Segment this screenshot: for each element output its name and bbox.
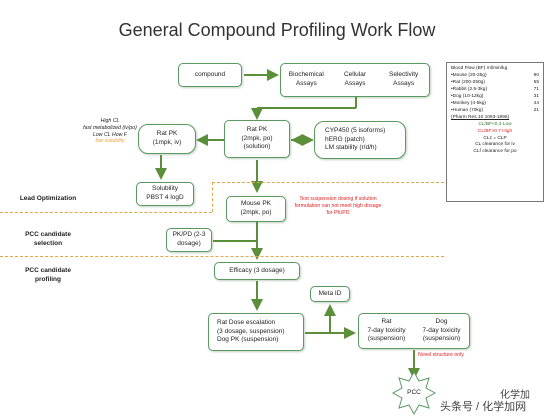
high-cl-note: High CL fast metabolized (iv/po) Low CL …: [83, 118, 137, 145]
meta-id-box: Meta ID: [310, 286, 350, 302]
assay-biochemical: Biochemical Assays: [288, 71, 324, 87]
blood-flow-reference: (Pharm Res 10 1093-1995): [451, 114, 510, 120]
assays-box: Biochemical Assays Cellular Assays Selec…: [280, 63, 430, 97]
blood-flow-species: •Mouse (20-25g): [451, 72, 487, 78]
blood-flow-species: •Rabbit (2.5-3kg): [451, 86, 488, 92]
blood-flow-rows: •Mouse (20-25g) 90 •Rat (200-250g) 55 •Rabbi…: [451, 73, 539, 115]
blood-flow-species: •Monkey (4-5kg): [451, 100, 487, 106]
stage-divider-1v: [212, 182, 213, 212]
adme-box: CYP450 (5 isoforms)hERG (patch)LM stabil…: [314, 121, 406, 159]
watermark-text: 头条号 / 化学加网: [440, 401, 527, 413]
assay-cellular: Cellular Assays: [343, 71, 366, 87]
blood-flow-species: •Human (70kg): [451, 107, 484, 113]
pcc-star-shape: [391, 370, 437, 416]
bf-line-low: CL/BF<0.3 Low: [478, 121, 512, 127]
novel-structure-note: Novel structure only: [418, 352, 464, 358]
stage-divider-1: [0, 212, 212, 213]
blood-flow-value: 44: [533, 100, 539, 106]
blood-flow-header: Blood Flow (BF) ml/min/kg: [451, 66, 508, 71]
bf-line-po: CLf clearance for po: [473, 149, 517, 155]
watermark-top: 化学加: [500, 390, 530, 401]
blood-flow-row: •Dog (10-12kg) 31: [451, 94, 539, 101]
page-title: General Compound Profiling Work Flow: [118, 20, 436, 40]
blood-flow-species: •Rat (200-250g): [451, 79, 485, 85]
compound-box: compound: [178, 63, 242, 87]
pcc-label: PCC: [407, 389, 421, 396]
blood-flow-species: •Dog (10-12kg): [451, 93, 484, 99]
blood-flow-row: •Rat (200-250g) 55: [451, 80, 539, 87]
blood-flow-row: •Human (70kg) 21: [451, 108, 539, 115]
blood-flow-reference-box: Blood Flow (BF) ml/min/kg •Mouse (20-25g…: [446, 62, 544, 202]
bf-line-high: CL/BF>0.7 High: [477, 128, 513, 134]
rat-pk-po-box: Rat PK(2mpk, po)(solution): [224, 120, 290, 158]
blood-flow-value: 31: [533, 93, 539, 99]
blood-flow-value: 55: [533, 79, 539, 85]
blood-flow-row: •Monkey (4-5kg) 44: [451, 101, 539, 108]
assay-selectivity: Selectivity Assays: [389, 71, 419, 87]
bf-line-iv: CL clearance for iv: [475, 142, 515, 148]
bf-line-clz: CLz = CLP: [483, 135, 507, 141]
stage-divider-1b: [212, 182, 444, 183]
stage-lead-optimization: Lead Optimization: [19, 195, 77, 202]
blood-flow-value: 90: [533, 72, 539, 78]
mouse-pk-box: Mouse PK(2mpk, po): [226, 196, 286, 222]
blood-flow-row: •Rabbit (2.5-3kg) 71: [451, 87, 539, 94]
suspension-dosing-note: Test suspension dosing if solution formu…: [294, 196, 382, 216]
blood-flow-value: 71: [533, 86, 539, 92]
efficacy-box: Efficacy (3 dosage): [214, 262, 300, 280]
rat-dose-escalation-box: Rat Dose escalation(3 dosage, suspension…: [208, 313, 304, 351]
blood-flow-row: •Mouse (20-25g) 90: [451, 73, 539, 80]
stage-divider-2: [0, 256, 444, 257]
blood-flow-value: 21: [533, 107, 539, 113]
rat-pk-iv-box: Rat PK(1mpk, iv): [138, 124, 196, 154]
